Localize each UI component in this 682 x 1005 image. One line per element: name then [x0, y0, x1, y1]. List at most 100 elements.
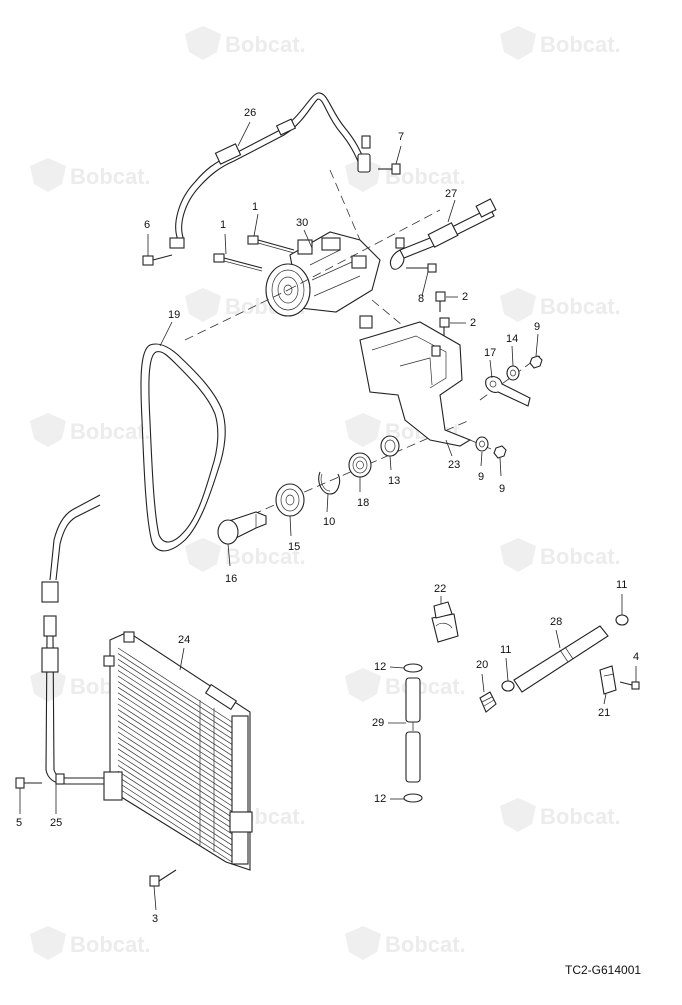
callout-11: 11: [616, 579, 627, 591]
watermark-text: Bobcat.: [540, 804, 621, 829]
callout-1: 1: [252, 201, 258, 213]
leader-15: [289, 515, 292, 537]
callout-2: 2: [470, 317, 476, 329]
washer-13: [380, 435, 400, 457]
condenser-fins: [117, 647, 233, 863]
callout-6: 6: [144, 219, 150, 231]
pulley-15: [275, 483, 305, 517]
watermark-15: Bobcat.: [345, 926, 466, 960]
watermark-13: Bobcat.: [500, 798, 621, 832]
fin-line: [117, 720, 233, 796]
callout-16: 16: [225, 573, 237, 585]
callout-27: 27: [445, 188, 457, 200]
fin-line: [117, 748, 233, 824]
watermark-2: Bobcat.: [30, 158, 151, 192]
leader-24: [179, 647, 185, 671]
bracket-23: [359, 315, 472, 447]
fin-line: [117, 754, 233, 829]
tensioner-arm-17: [485, 375, 531, 407]
leader-8: [421, 271, 429, 297]
leader-17: [489, 359, 493, 379]
callout-9: 9: [499, 483, 505, 495]
watermark-text: Bobcat.: [540, 544, 621, 569]
fin-line: [117, 686, 233, 762]
callout-14: 14: [506, 333, 518, 345]
callout-4: 4: [633, 651, 639, 663]
bolt-8: [406, 263, 437, 273]
bobcat-logo-icon: [500, 288, 536, 322]
clip-21: [599, 665, 617, 695]
fin-line: [117, 698, 233, 773]
leader-9: [499, 457, 502, 477]
watermark-5: Bobcat.: [500, 288, 621, 322]
callout-24: 24: [178, 634, 190, 646]
fin-line: [117, 731, 233, 807]
fin-line: [117, 714, 233, 790]
leader-3: [153, 885, 157, 911]
snap-ring-10: [318, 471, 341, 495]
fin-line: [117, 759, 233, 835]
fitting-20: [479, 691, 497, 713]
fin-line: [117, 681, 233, 756]
watermark-11: Bobcat.: [345, 668, 466, 702]
nut-9b: [475, 436, 489, 452]
watermark-text: Bobcat.: [385, 674, 466, 699]
callout-11: 11: [500, 644, 511, 656]
callout-3: 3: [152, 913, 158, 925]
callout-22: 22: [434, 583, 446, 595]
watermark-3: Bobcat.: [345, 158, 466, 192]
leader-12: [389, 666, 405, 669]
callout-30: 30: [296, 217, 308, 229]
callout-25: 25: [50, 817, 62, 829]
bobcat-logo-icon: [185, 538, 221, 572]
leader-19: [159, 321, 173, 347]
bearing-18: [348, 452, 372, 478]
drawing-code: TC2-G614001: [565, 963, 641, 977]
fin-line: [117, 647, 233, 723]
bobcat-logo-icon: [345, 413, 381, 447]
fin-line: [117, 737, 233, 812]
fin-line: [117, 675, 233, 751]
bolt-2a: [435, 291, 446, 312]
leader-11: [505, 657, 509, 682]
watermark-text: Bobcat.: [225, 544, 306, 569]
fin-line: [117, 726, 233, 801]
leader-30: [303, 229, 313, 249]
callout-21: 21: [598, 707, 610, 719]
callout-20: 20: [476, 659, 488, 671]
bobcat-logo-icon: [30, 926, 66, 960]
callout-7: 7: [398, 131, 404, 143]
fin-line: [117, 653, 233, 728]
fin-line: [117, 703, 233, 779]
leader-21: [603, 693, 607, 705]
callout-23: 23: [448, 459, 460, 471]
watermark-text: Bobcat.: [540, 32, 621, 57]
leader-9: [535, 333, 539, 357]
fin-line: [117, 670, 233, 745]
bolt-1-upper: [247, 235, 295, 254]
fin-line: [117, 709, 233, 784]
bobcat-logo-icon: [500, 538, 536, 572]
bobcat-logo-icon: [345, 158, 381, 192]
tube-29: [405, 677, 421, 783]
hose-clamp-11b: [501, 680, 515, 692]
callout-13: 13: [388, 475, 400, 487]
bolt-6: [142, 254, 173, 266]
fin-line: [117, 664, 233, 740]
bobcat-logo-icon: [30, 668, 66, 702]
callout-5: 5: [16, 817, 22, 829]
fin-line: [117, 782, 233, 857]
watermark-text: Bobcat.: [225, 32, 306, 57]
nut-9a: [529, 355, 543, 369]
drive-belt-19: [140, 343, 226, 552]
callout-12: 12: [374, 661, 386, 673]
tube-28: [513, 625, 609, 693]
callout-18: 18: [357, 497, 369, 509]
callout-1: 1: [220, 219, 226, 231]
hose-clamp-12a: [403, 663, 423, 673]
watermark-6: Bobcat.: [30, 413, 151, 447]
callout-9: 9: [478, 471, 484, 483]
callout-29: 29: [372, 717, 384, 729]
watermark-9: Bobcat.: [500, 538, 621, 572]
